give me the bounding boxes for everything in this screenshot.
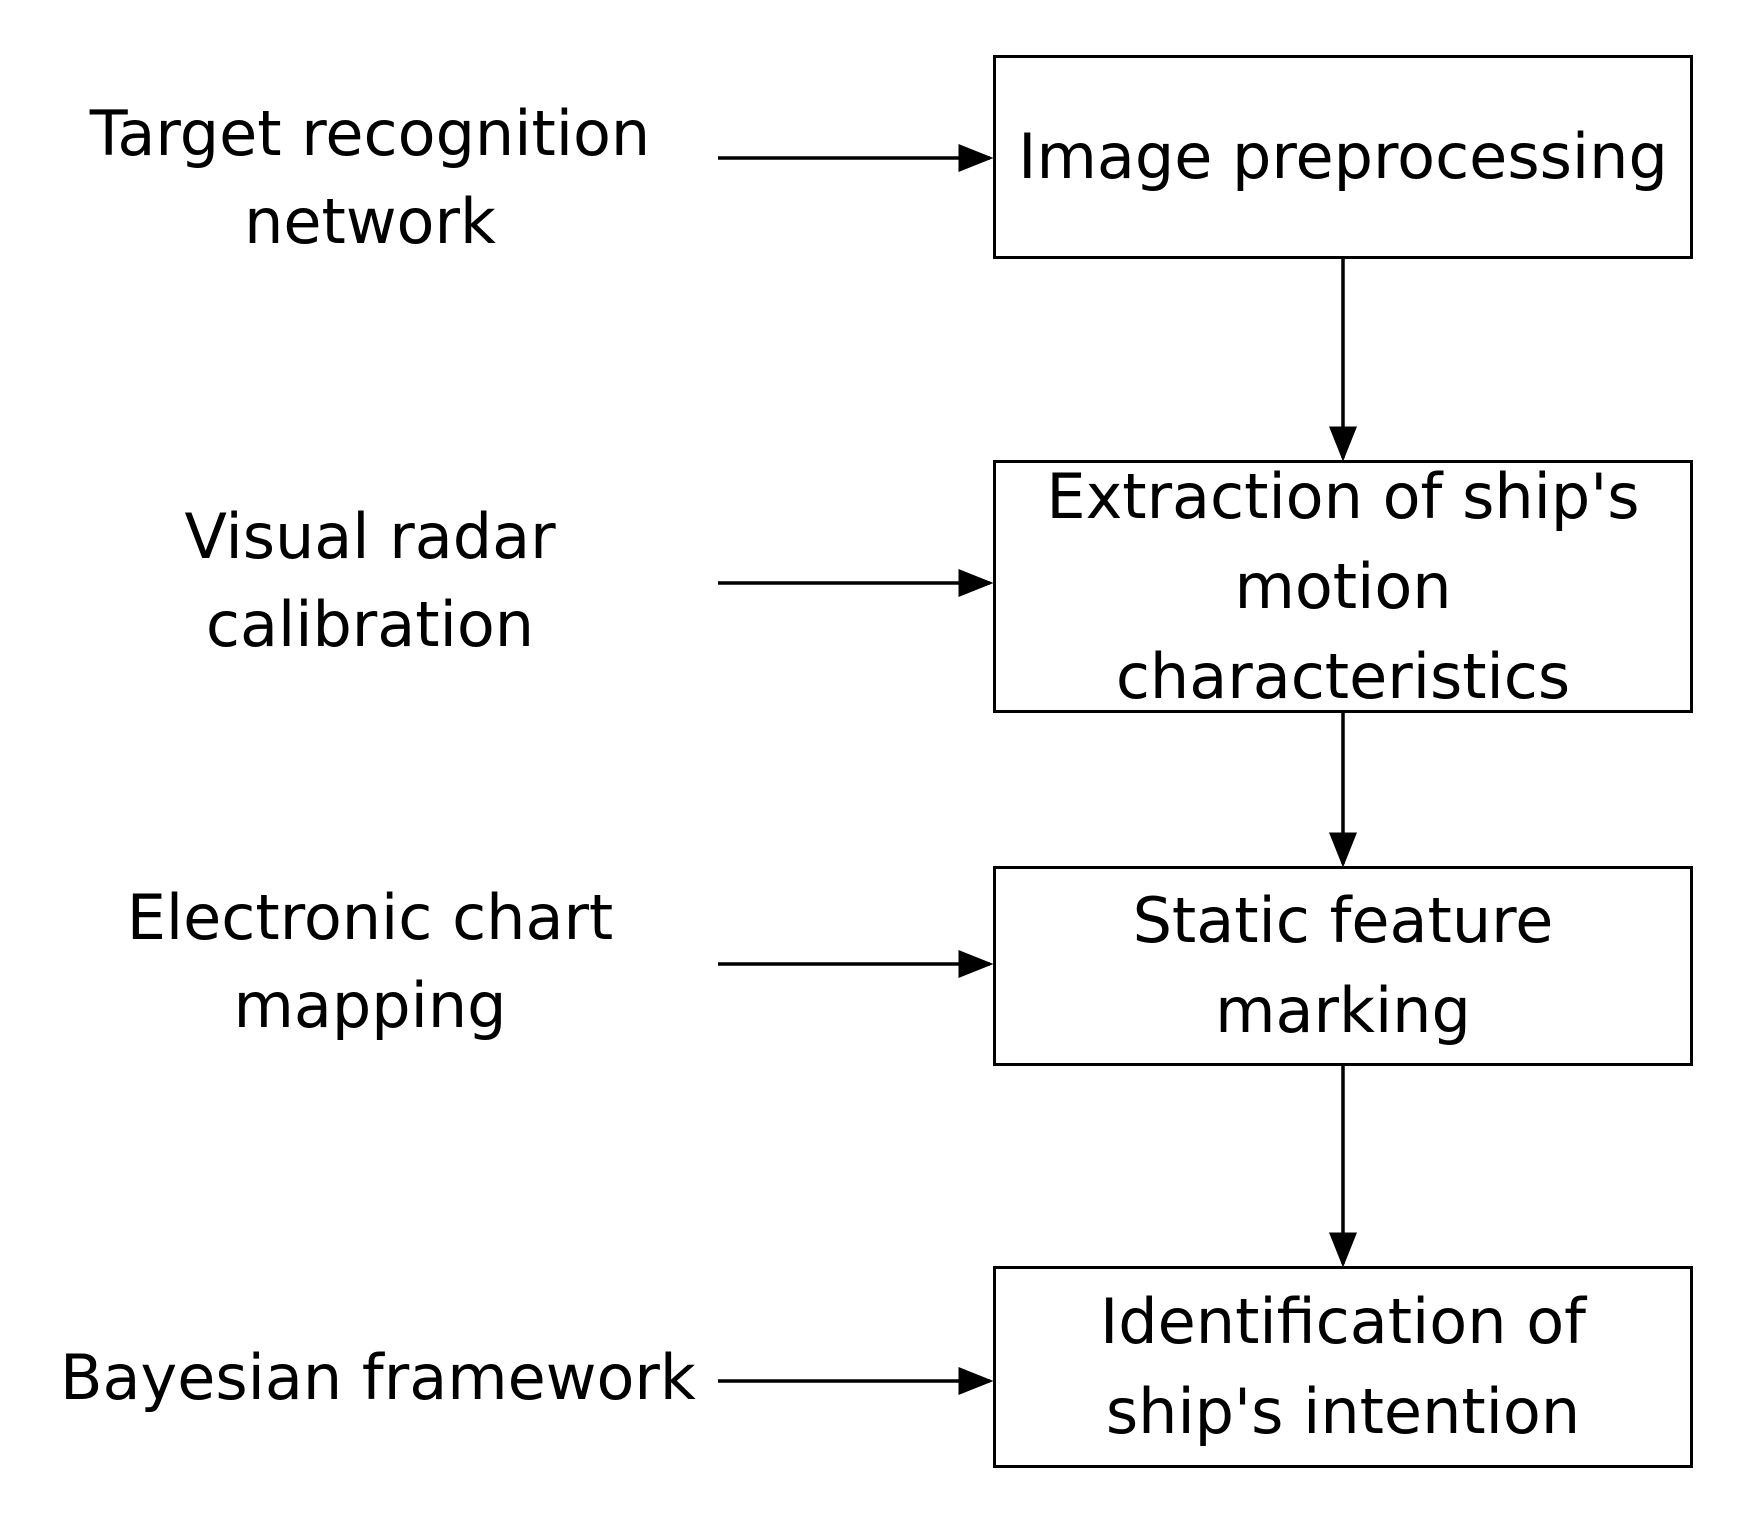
input-label-electronic-chart: Electronic chart mapping (126, 881, 614, 1042)
step-label-motion-extraction: Extraction of ship's motion characterist… (1046, 459, 1640, 713)
step-box-image-preprocessing: Image preprocessing (993, 55, 1693, 259)
input-label-target-recognition: Target recognition network (89, 97, 651, 258)
step-label-intention: Identification of ship's intention (1100, 1285, 1586, 1448)
step-label-image-preprocessing: Image preprocessing (1018, 120, 1668, 193)
input-label-visual-radar: Visual radar calibration (184, 500, 556, 661)
step-label-static-feature: Static feature marking (1132, 884, 1554, 1047)
step-box-motion-extraction: Extraction of ship's motion characterist… (993, 460, 1693, 713)
step-box-intention: Identification of ship's intention (993, 1266, 1693, 1468)
step-box-static-feature: Static feature marking (993, 866, 1693, 1066)
input-label-bayesian: Bayesian framework (60, 1341, 696, 1414)
